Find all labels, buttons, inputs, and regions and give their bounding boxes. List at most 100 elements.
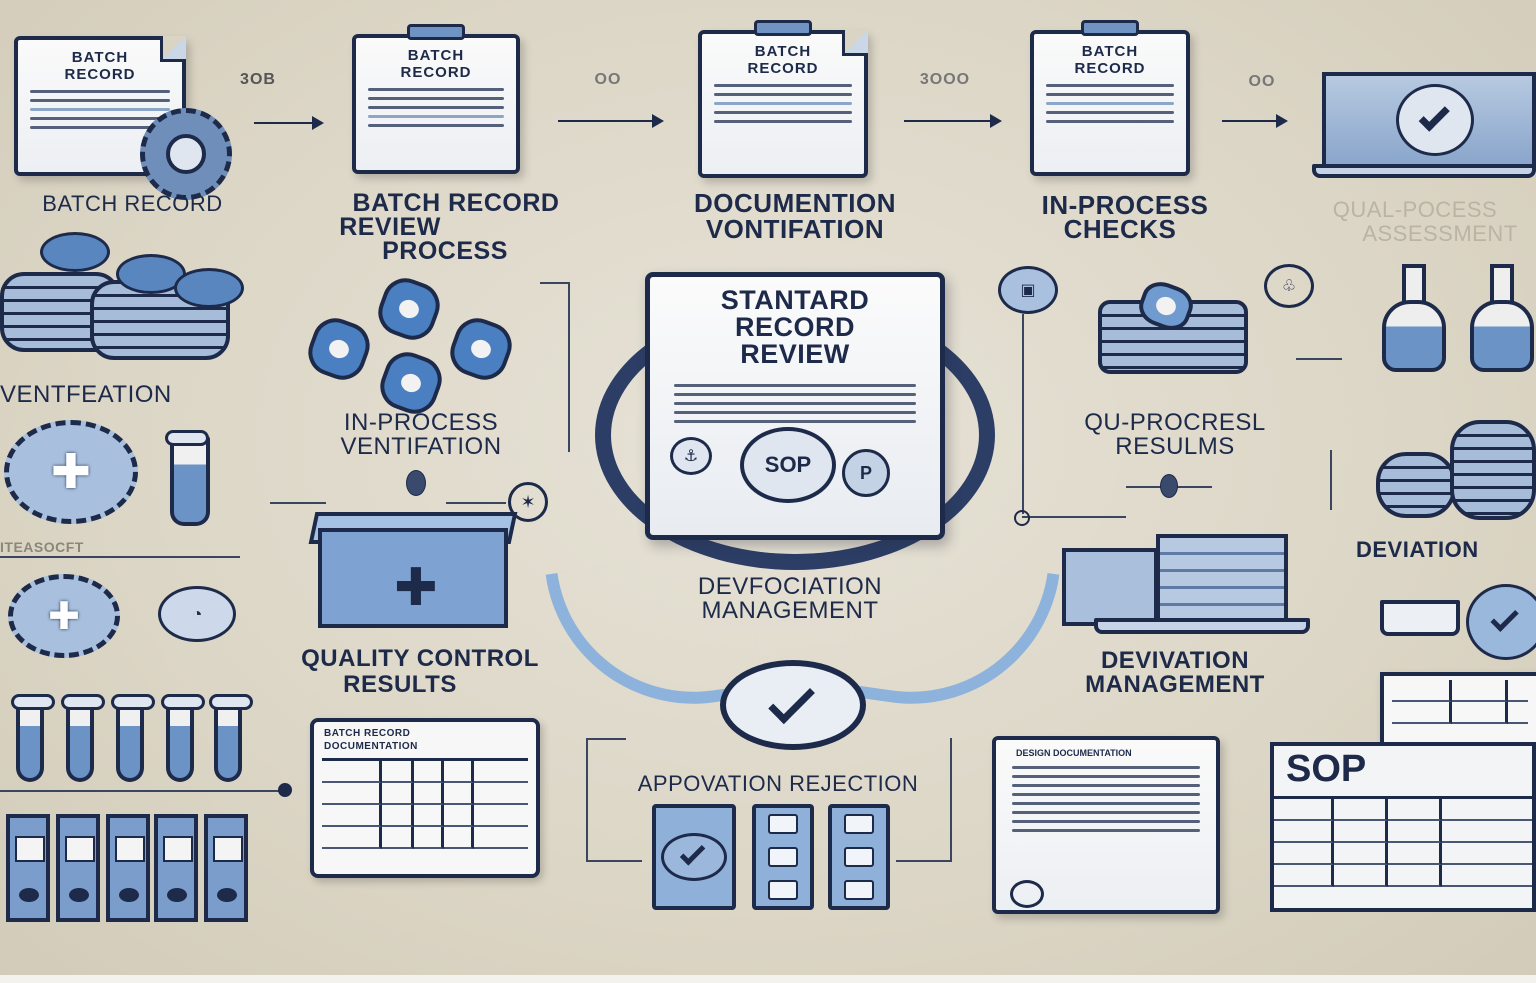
verification-label: VENTFEATION: [0, 381, 172, 408]
anchor-badge-icon: ⚓: [670, 437, 712, 475]
coin-stack-icon: [1376, 452, 1456, 518]
standard-record-review-card: STANTARD RECORD REVIEW ⚓ SOP P: [645, 272, 945, 540]
connector-text-4: OO: [1248, 73, 1276, 90]
page-fold-icon: [160, 36, 186, 62]
test-tube-icon: [165, 430, 210, 526]
binder-icon: [106, 814, 150, 922]
doc-title-line-2: RECORD: [747, 60, 819, 77]
approval-check-icon: [720, 660, 866, 750]
connector-line: [0, 790, 280, 792]
leaf-circle-icon: ♧: [1264, 264, 1314, 308]
center-title-line-1: STANTARD: [720, 285, 870, 315]
plus-icon: ✚: [48, 595, 80, 638]
design-documentation-sheet: DESIGN DOCUMENTATION: [992, 736, 1220, 914]
connector-line: [446, 502, 506, 504]
laptop-screen-right: [1156, 534, 1288, 626]
coin-stack-icon: [1450, 420, 1536, 520]
step-label-review-line-1: BATCH RECORD: [352, 189, 560, 217]
center-title-line-3: REVIEW: [740, 339, 850, 369]
connector-line: [0, 556, 240, 558]
coin-tray-stack-icon: [0, 232, 260, 362]
connector-line: [270, 502, 326, 504]
deviation-management-line-2: MANAGEMENT: [1085, 671, 1265, 698]
approval-card-icon: [652, 804, 736, 910]
binder-icon: [204, 814, 248, 922]
batch-record-document-1: BATCH RECORD: [14, 36, 186, 176]
flower-cluster-icon: [301, 271, 540, 421]
connector-line: [586, 738, 626, 740]
binder-row: [0, 814, 260, 930]
connector-line: [1330, 450, 1332, 510]
connector-line: [1022, 516, 1126, 518]
plus-icon: ✚: [394, 559, 438, 617]
center-sub-label-line-1: DEVFOCIATION: [697, 573, 883, 600]
checklist-card-icon: [752, 804, 814, 910]
monitor-check-icon: [1322, 72, 1536, 168]
pin-icon: [406, 470, 426, 496]
table-header-line-2: DOCUMENTATION: [324, 741, 418, 752]
test-tube-icon: [161, 694, 205, 782]
doc-title-line-2: RECORD: [1074, 60, 1146, 77]
flow-arrow-1: [254, 116, 324, 130]
checklist-table: [1380, 672, 1536, 748]
checklist-card-icon: [828, 804, 890, 910]
check-stamp-icon: [1010, 880, 1044, 908]
binder-icon: [154, 814, 198, 922]
results-label-line-2: RESULMS: [1115, 433, 1235, 460]
bottom-border: [0, 975, 1536, 983]
step-label-in-process-checks-line-2: CHECKS: [1063, 214, 1177, 244]
batch-record-clipboard-2: BATCH RECORD: [352, 24, 520, 174]
folder-circle-icon: ▣: [998, 266, 1058, 314]
connector-dot: [278, 783, 292, 797]
test-tube-row: [0, 690, 300, 790]
test-tube-icon: [111, 694, 155, 782]
step-label-documentation-line-1: DOCUMENTION: [694, 188, 896, 218]
gear-plus-icon-2: ✚: [8, 574, 120, 658]
test-tube-icon: [11, 694, 55, 782]
in-process-verification-line-1: IN-PROCESS: [343, 409, 499, 436]
clipboard-clip-icon: [407, 24, 465, 40]
deviation-management-line-1: DEVIVATION: [1100, 647, 1250, 674]
step-label-review-line-3: PROCESS: [382, 237, 508, 265]
sop-title: SOP: [1286, 748, 1367, 790]
sop-checklist-sheet: SOP: [1270, 742, 1536, 912]
deviation-short-label: DEVIATION: [1356, 538, 1479, 562]
flow-arrow-2: [558, 114, 664, 128]
step-label-qual-process-line-2: ASSESSMENT: [1362, 221, 1518, 246]
laptop-screen-left: [1062, 548, 1158, 626]
gear-plus-icon: ✚: [4, 420, 138, 524]
right-flow-arc: [840, 546, 1060, 724]
connector-line: [1296, 358, 1342, 360]
connector-dot: [1014, 510, 1030, 526]
flow-arrow-4: [1222, 114, 1288, 128]
binder-icon: [6, 814, 50, 922]
side-badge-right: P: [842, 449, 890, 497]
obscured-label: ITEASOCFT: [0, 539, 84, 555]
batch-record-clipboard-3: BATCH RECORD: [698, 20, 868, 178]
sop-badge: SOP: [740, 427, 836, 503]
monitor-base: [1312, 164, 1536, 178]
clipboard-clip-icon: [1081, 20, 1139, 36]
connector-line: [586, 738, 588, 862]
doc-title-line-1: BATCH: [407, 47, 465, 64]
status-circle-icon: ◔: [158, 586, 236, 642]
flask-icon: [1470, 264, 1534, 374]
check-badge-icon: [1466, 584, 1536, 660]
test-tube-icon: [61, 694, 105, 782]
connector-line: [568, 282, 570, 452]
step-label-qual-process-line-1: QUAL-POCESS: [1332, 197, 1498, 222]
center-title-line-2: RECORD: [734, 312, 855, 342]
doc-title-line-1: BATCH: [71, 49, 129, 66]
connector-line: [540, 282, 570, 284]
connector-text-1: 3OB: [240, 71, 276, 88]
quality-control-results-line-1: QUALITY CONTROL: [301, 645, 539, 672]
doc-title-line-2: RECORD: [400, 64, 472, 81]
doc-title-line-2: RECORD: [64, 66, 136, 83]
step-label-review-line-2: REVIEW: [339, 213, 441, 241]
approval-rejection-label: APPOVATION REJECTION: [637, 771, 919, 796]
center-sub-label-line-2: MANAGEMENT: [701, 597, 879, 624]
laptop-keyboard: [1094, 618, 1310, 634]
binder-icon: [56, 814, 100, 922]
clipboard-clip-icon: [754, 20, 812, 36]
test-tube-icon: [209, 694, 253, 782]
